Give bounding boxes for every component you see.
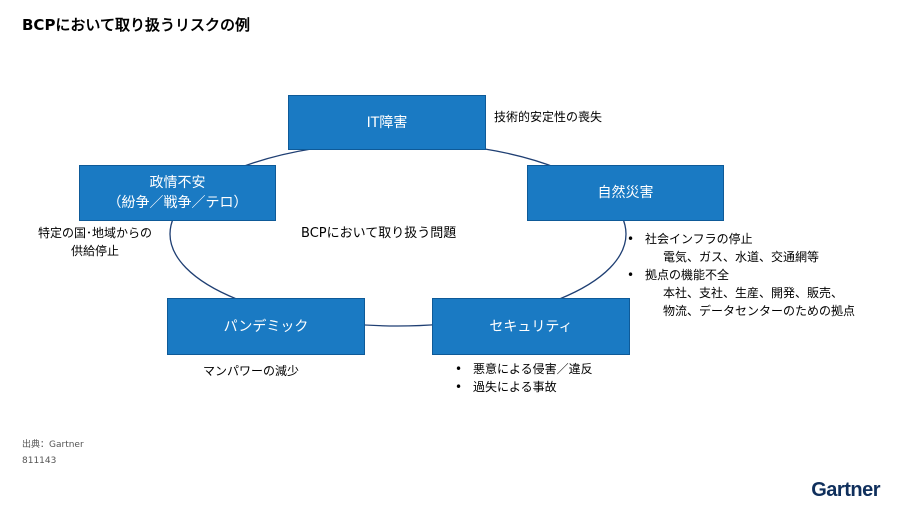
disaster-item-detail: 物流、データセンターのための拠点 <box>663 304 856 318</box>
disaster-item-text: 拠点の機能不全 <box>645 268 730 282</box>
risk-label-pandemic: パンデミック <box>223 318 309 335</box>
bullet-icon: • <box>627 232 635 246</box>
source-footnote: 出典：Gartner <box>22 440 84 450</box>
center-label: BCPにおいて取り扱う問題 <box>301 226 457 241</box>
note-political: 特定の国･地域からの 供給停止 <box>38 224 152 260</box>
risk-box-political-instability: 政情不安 （紛争／戦争／テロ） <box>79 165 276 221</box>
disaster-item-detail: 電気、ガス、水道、交通網等 <box>663 250 820 264</box>
disaster-item: • 拠点の機能不全 <box>625 266 855 284</box>
security-item-text: 悪意による侵害／違反 <box>473 362 593 376</box>
risk-box-security: セキュリティ <box>432 298 630 355</box>
gartner-logo: Gartner <box>811 479 880 501</box>
note-it-failure-text: 技術的安定性の喪失 <box>494 110 603 124</box>
security-item: • 悪意による侵害／違反 <box>453 360 593 378</box>
risk-label-natural-disaster: 自然災害 <box>597 185 654 201</box>
risk-box-natural-disaster: 自然災害 <box>527 165 724 221</box>
note-political-line1: 特定の国･地域からの <box>38 226 153 240</box>
note-political-line2: 供給停止 <box>71 244 120 258</box>
bullet-icon: • <box>455 380 463 394</box>
disaster-item-text: 社会インフラの停止 <box>645 232 753 246</box>
note-it-failure: 技術的安定性の喪失 <box>494 108 602 126</box>
bullet-icon: • <box>627 268 635 282</box>
disaster-item: • 社会インフラの停止 <box>625 230 855 248</box>
page-title: BCPにおいて取り扱うリスクの例 <box>22 16 250 34</box>
note-security: • 悪意による侵害／違反 • 過失による事故 <box>453 360 593 396</box>
security-item: • 過失による事故 <box>453 378 593 396</box>
disaster-item-detail: 本社、支社、生産、開発、販売、 <box>663 286 844 300</box>
risk-box-pandemic: パンデミック <box>167 298 365 355</box>
bullet-icon: • <box>455 362 463 376</box>
risk-label-political-line1: 政情不安 <box>149 175 206 191</box>
risk-label-political-line2: （紛争／戦争／テロ） <box>107 195 248 211</box>
note-natural-disaster: • 社会インフラの停止 電気、ガス、水道、交通網等 • 拠点の機能不全 本社、支… <box>625 230 855 320</box>
risk-box-it-failure: IT障害 <box>288 95 486 150</box>
security-item-text: 過失による事故 <box>473 380 557 394</box>
risk-label-it-failure: IT障害 <box>366 114 408 131</box>
document-id: 811143 <box>22 456 57 466</box>
risk-label-security: セキュリティ <box>489 318 573 335</box>
note-pandemic-text: マンパワーの減少 <box>203 364 300 378</box>
note-pandemic: マンパワーの減少 <box>203 362 299 380</box>
